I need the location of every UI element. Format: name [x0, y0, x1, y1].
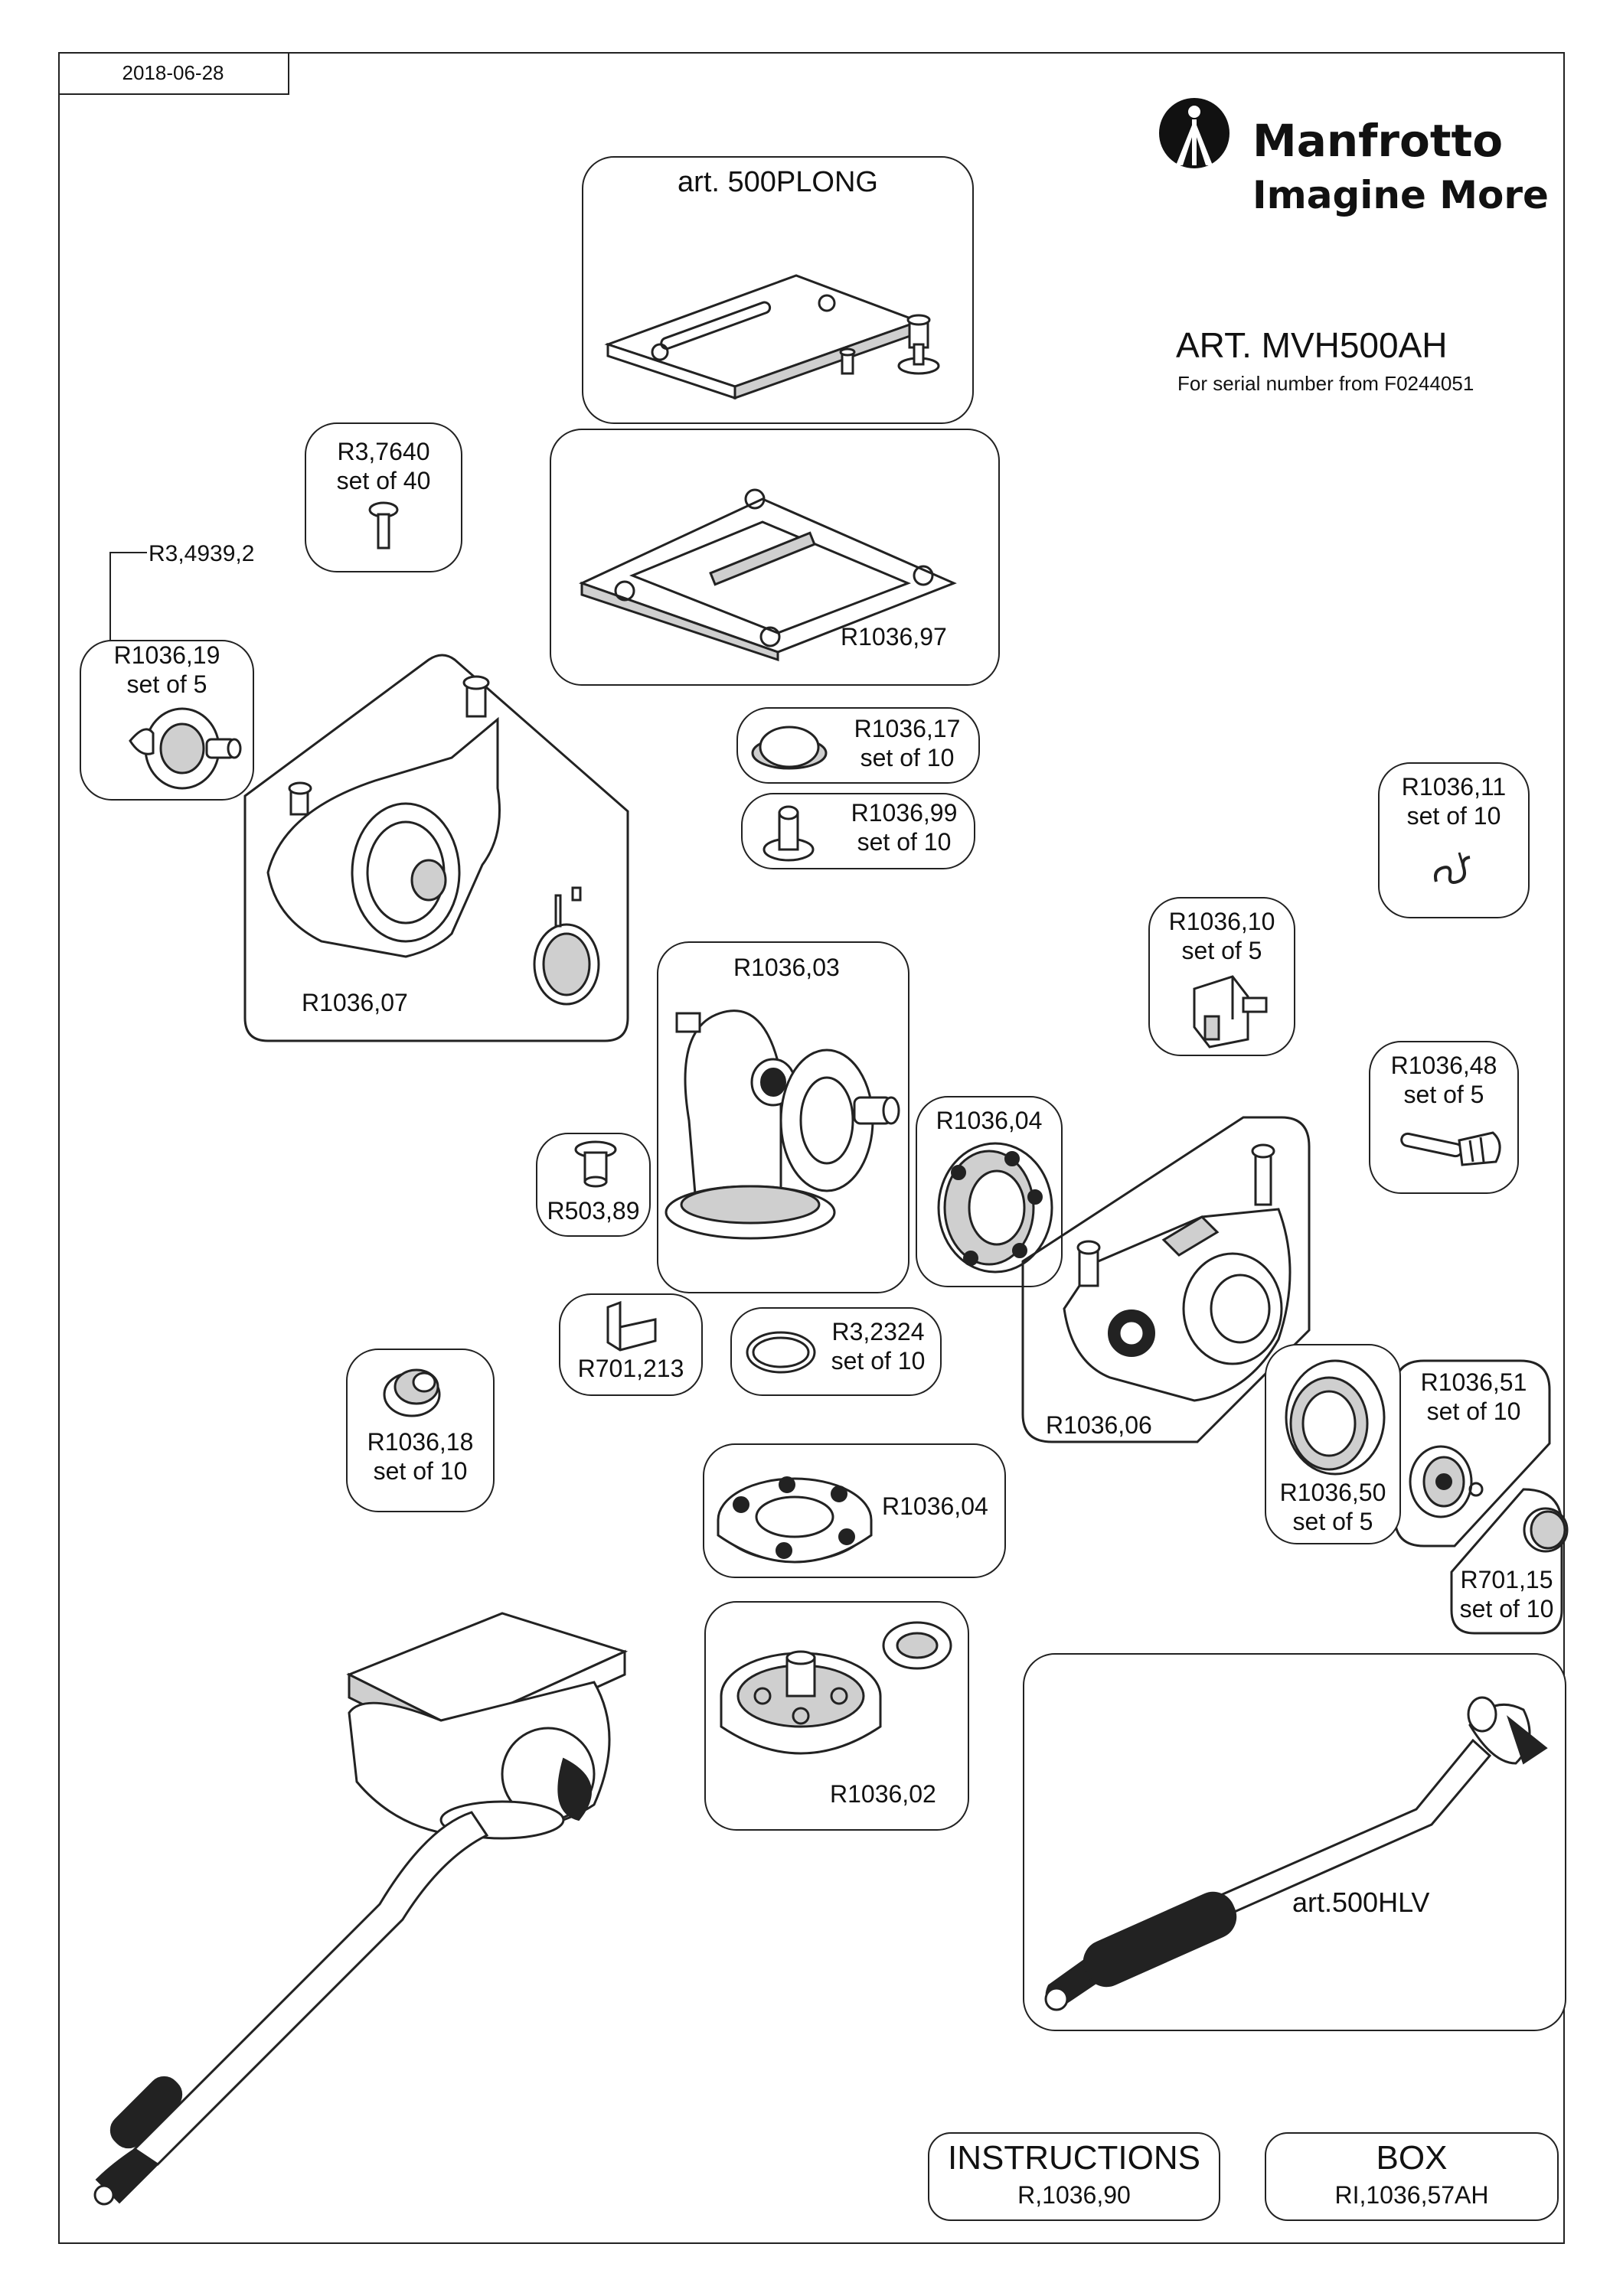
- part-r1036-04b-code: R1036,04: [882, 1492, 988, 1520]
- thumb-screw-icon: [1393, 1125, 1508, 1179]
- pan-bar-handle-drawing: [1034, 1664, 1562, 2024]
- part-r1036-02-code: R1036,02: [830, 1780, 936, 1808]
- part-r1036-03-code: R1036,03: [733, 954, 840, 981]
- part-r1036-04a-code: R1036,04: [936, 1107, 1043, 1134]
- part-r1036-11: [1378, 762, 1530, 918]
- part-r1036-10-qty: set of 5: [1181, 937, 1262, 964]
- pan-lock-knob-drawing: [122, 700, 245, 794]
- clip-ring-icon: [573, 1139, 619, 1192]
- part-r1036-97-code: R1036,97: [841, 623, 947, 651]
- box-title: BOX: [1376, 2139, 1448, 2177]
- lever-clip-icon: [597, 1296, 666, 1358]
- lock-block-drawing: [1179, 966, 1271, 1050]
- brand-name: Manfrotto: [1252, 115, 1504, 167]
- pan-base-assembly-drawing: [666, 983, 903, 1251]
- part-r1036-07: [237, 651, 635, 1049]
- part-r1036-07-code: R1036,07: [302, 989, 408, 1016]
- part-r1036-06-code: R1036,06: [1046, 1411, 1152, 1439]
- knob-icon: [380, 1361, 449, 1422]
- brand-tagline: Imagine More: [1252, 173, 1549, 217]
- serial-note: For serial number from F0244051: [1177, 372, 1474, 395]
- fluid-head-body-drawing: [1049, 1133, 1301, 1408]
- part-r701-15-qty: set of 10: [1459, 1595, 1554, 1623]
- part-r3-2324: [730, 1307, 942, 1396]
- o-ring-icon: [743, 1326, 819, 1379]
- part-r3-2324-code: R3,2324: [831, 1318, 925, 1345]
- drawing-frame: [58, 52, 1565, 2244]
- part-r1036-50-code: R1036,50: [1279, 1479, 1386, 1506]
- rubber-cap-icon: [747, 715, 831, 776]
- spring-icon: [1429, 845, 1482, 891]
- part-r1036-99-qty: set of 10: [857, 828, 952, 856]
- screw-icon: [364, 501, 403, 554]
- part-r1036-18-qty: set of 10: [373, 1457, 468, 1485]
- part-r3-7640-qty: set of 40: [336, 467, 431, 494]
- manfrotto-logo-icon: [1159, 98, 1229, 168]
- stud-screw-icon: [758, 799, 819, 865]
- part-500plong-label: art. 500PLONG: [678, 166, 878, 198]
- box-packaging: [1265, 2132, 1559, 2221]
- part-r1036-17-qty: set of 10: [860, 744, 955, 771]
- part-r1036-48-qty: set of 5: [1403, 1081, 1484, 1108]
- instructions-title: INSTRUCTIONS: [948, 2139, 1200, 2177]
- cap-disc-drawing: [1403, 1439, 1494, 1523]
- bowl-ring-drawing: [710, 1451, 879, 1574]
- part-r1036-50-qty: set of 5: [1292, 1508, 1373, 1535]
- base-bowl-drawing: [717, 1612, 962, 1773]
- part-r1036-18-code: R1036,18: [367, 1428, 474, 1456]
- part-r1036-17-code: R1036,17: [854, 715, 961, 742]
- part-r1036-99-code: R1036,99: [851, 799, 958, 827]
- box-code: RI,1036,57AH: [1334, 2181, 1489, 2209]
- part-r1036-06: [1021, 1116, 1312, 1445]
- part-r1036-51-qty: set of 10: [1426, 1397, 1521, 1425]
- round-cap-icon: [1520, 1505, 1571, 1555]
- part-r3-7640-code: R3,7640: [337, 438, 430, 465]
- part-r1036-19-qty: set of 5: [126, 670, 207, 698]
- quick-release-plate-drawing: [597, 230, 957, 398]
- part-r1036-48-code: R1036,48: [1390, 1052, 1497, 1079]
- full-head-assembly-drawing: [73, 1583, 655, 2210]
- seal-ring-drawing: [1275, 1350, 1390, 1480]
- camera-plate-base-drawing: [571, 453, 977, 660]
- part-r701-213-code: R701,213: [577, 1355, 684, 1382]
- part-r1036-48: [1369, 1041, 1519, 1194]
- part-r3-4939-code: R3,4939,2: [149, 541, 255, 566]
- part-r1036-19-code: R1036,19: [113, 641, 220, 669]
- part-500hlv-label: art.500HLV: [1292, 1887, 1430, 1918]
- tilt-housing-drawing: [253, 673, 635, 1010]
- part-r1036-51-code: R1036,51: [1420, 1368, 1527, 1396]
- bearing-ring-drawing: [928, 1136, 1058, 1278]
- part-r701-15-code: R701,15: [1460, 1566, 1553, 1593]
- part-r503-89-code: R503,89: [547, 1197, 640, 1225]
- part-r1036-11-qty: set of 10: [1406, 802, 1501, 830]
- part-r1036-10-code: R1036,10: [1168, 908, 1275, 935]
- article-title: ART. MVH500AH: [1176, 325, 1448, 365]
- instructions-code: R,1036,90: [1017, 2181, 1131, 2209]
- date-stamp: 2018-06-28: [58, 52, 289, 95]
- part-r1036-11-code: R1036,11: [1401, 773, 1507, 801]
- instructions-box: [928, 2132, 1220, 2221]
- part-r3-2324-qty: set of 10: [831, 1347, 926, 1375]
- part-r701-15: [1447, 1488, 1566, 1635]
